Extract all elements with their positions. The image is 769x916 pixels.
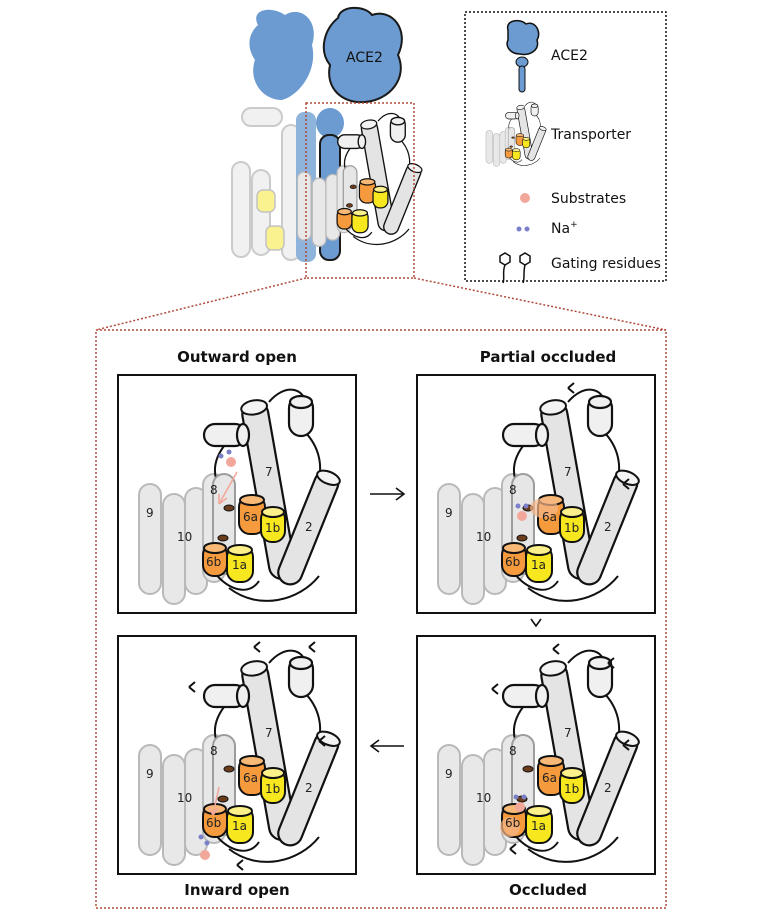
title-inward-open: Inward open [184,881,290,899]
helix-label-7: 7 [564,726,572,740]
ace2-left-blob [249,9,314,100]
panel4-substrates [500,794,527,837]
panel-outward-open: 9 10 8 7 2 6a 1b 6b 1a [117,374,357,614]
helix-label-7: 7 [564,465,572,479]
arrow-left [369,739,404,753]
panel-occluded: 9 10 8 7 2 6a 1b 6b 1a [416,635,656,875]
top-transporter [296,112,424,248]
title-partial-occluded: Partial occluded [480,348,616,366]
transition-arrows [369,487,542,753]
substrate-dot-icon [520,193,530,203]
sodium-dots-icon [516,226,530,232]
panel-inward-open: 9 10 8 7 2 6a 1b 6b 1a [117,635,357,875]
helix-label-6a: 6a [542,771,557,785]
helix-label-10: 10 [476,791,491,805]
helix-label-2: 2 [305,781,313,795]
zoom-lines [95,277,667,331]
ace2-neck [316,108,344,138]
helix-label-9: 9 [445,506,453,520]
helix-label-10: 10 [177,791,192,805]
ace2-label: ACE2 [346,50,383,66]
helix-label-2: 2 [604,520,612,534]
ace2-right-blob [322,6,403,104]
helix-label-6b: 6b [206,816,221,830]
ace2-icon [506,19,540,93]
helix-label-2: 2 [305,520,313,534]
legend-na-label: Na+ [551,220,578,237]
panel3-substrates [198,786,220,860]
zoom-box [305,102,415,279]
helix-label-6a: 6a [243,510,258,524]
title-outward-open: Outward open [177,348,297,366]
helix-label-6a: 6a [542,510,557,524]
title-occluded: Occluded [509,881,587,899]
helix-label-1a: 1a [232,558,247,572]
helix-label-1b: 1b [265,521,280,535]
helix-label-9: 9 [146,767,154,781]
faded-transporter-copy [231,107,301,261]
panel2-substrates [515,498,558,521]
legend: ACE2 Transporter Substrates Na+ Gating r… [464,11,667,284]
legend-transporter-label: Transporter [550,127,631,143]
helix-label-6b: 6b [206,555,221,569]
helix-label-1b: 1b [564,521,579,535]
gating-residue-icon [499,252,531,284]
arrow-right [370,487,406,501]
helix-label-8: 8 [210,483,218,497]
legend-substrates-label: Substrates [551,191,626,207]
helix-label-1a: 1a [232,819,247,833]
panel1-substrates [218,449,238,505]
panel-partial-occluded: 9 10 8 7 2 6a 1b 6b 1a [416,374,656,614]
top-complex: ACE2 [231,6,424,279]
legend-box [464,11,667,282]
helix-label-6b: 6b [505,816,520,830]
helix-label-8: 8 [210,744,218,758]
helix-label-2: 2 [604,781,612,795]
transporter-icon [485,101,548,167]
helix-label-1a: 1a [531,819,546,833]
helix-label-9: 9 [445,767,453,781]
helix-label-6b: 6b [505,555,520,569]
helix-label-1a: 1a [531,558,546,572]
legend-gating-label: Gating residues [551,256,661,272]
helix-label-10: 10 [476,530,491,544]
helix-label-9: 9 [146,506,154,520]
helix-label-10: 10 [177,530,192,544]
helix-label-1b: 1b [265,782,280,796]
arrow-down [530,618,542,628]
legend-ace2-label: ACE2 [551,48,588,64]
helix-label-1b: 1b [564,782,579,796]
helix-label-6a: 6a [243,771,258,785]
helix-label-7: 7 [265,726,273,740]
helix-label-7: 7 [265,465,273,479]
helix-label-8: 8 [509,483,517,497]
helix-label-8: 8 [509,744,517,758]
states-frame [95,329,667,909]
